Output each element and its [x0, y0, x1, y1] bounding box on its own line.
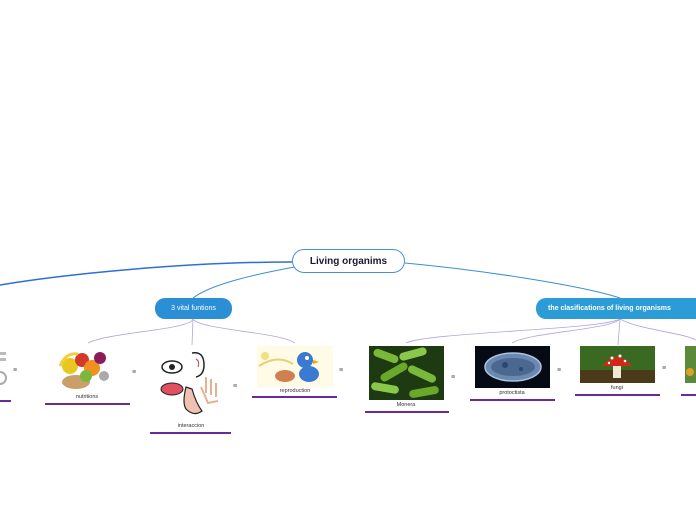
menu-icon[interactable]: ≡	[13, 367, 18, 374]
fungi-label: fungi	[611, 385, 623, 391]
reproduction-image[interactable]	[257, 346, 333, 387]
menu-icon[interactable]: ≡	[662, 365, 667, 372]
interaccion-underline	[150, 432, 231, 434]
protoctista-underline	[470, 399, 555, 401]
fungi-image[interactable]	[580, 346, 655, 383]
nutritions-underline	[45, 403, 130, 405]
branch-vital-label: 3 vital funtions	[171, 305, 216, 312]
monera-underline	[365, 411, 449, 413]
nutritions-image[interactable]	[56, 346, 118, 392]
protoctista-label: protoctista	[499, 390, 525, 396]
clipped-right-leaf-image[interactable]	[685, 346, 696, 383]
menu-icon[interactable]: ≡	[557, 367, 562, 374]
clipped-leaf-image[interactable]	[0, 350, 8, 388]
branch-vital-functions[interactable]: 3 vital funtions	[155, 298, 232, 319]
menu-icon[interactable]: ≡	[451, 374, 456, 381]
menu-icon[interactable]: ≡	[132, 369, 137, 376]
clipped-right-leaf-underline	[681, 394, 696, 396]
branch-classifications-label: the clasifications of living organisms	[548, 305, 671, 312]
monera-label: Monera	[396, 402, 416, 408]
interaccion-label: interaccion	[177, 423, 205, 429]
protoctista-image[interactable]	[475, 346, 550, 388]
nutritions-label: nutritions	[75, 394, 99, 400]
root-node[interactable]: Living organims	[292, 249, 405, 273]
root-label: Living organims	[309, 255, 388, 267]
reproduction-underline	[252, 396, 337, 398]
menu-icon[interactable]: ≡	[233, 383, 238, 390]
branch-classifications[interactable]: the clasifications of living organisms	[536, 298, 696, 319]
menu-icon[interactable]: ≡	[339, 367, 344, 374]
monera-image[interactable]	[369, 346, 444, 400]
interaccion-image[interactable]	[156, 347, 226, 420]
clipped-leaf-underline	[0, 400, 11, 402]
reproduction-label: reproduction	[279, 388, 311, 394]
fungi-underline	[575, 394, 660, 396]
